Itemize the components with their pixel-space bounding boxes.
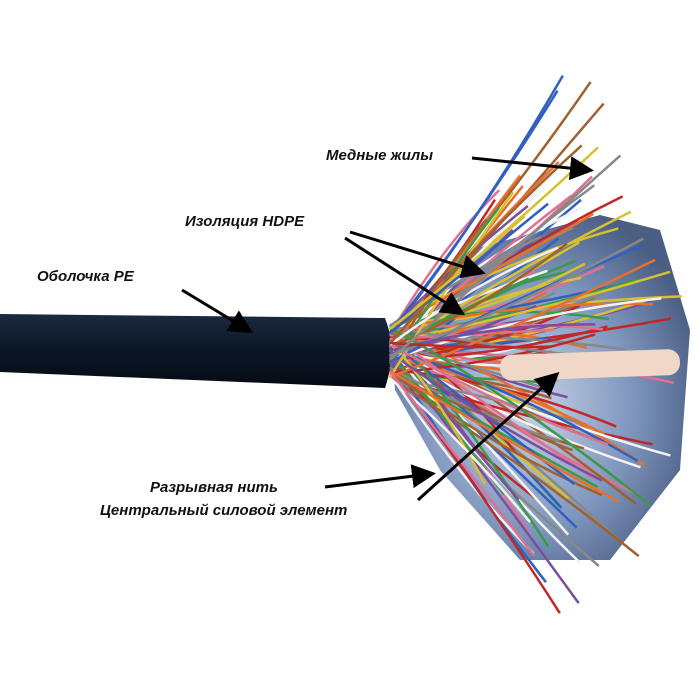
wire-strand [389, 246, 559, 346]
wire-strand [389, 154, 622, 361]
wire-strand [389, 242, 568, 348]
wire-strand [389, 89, 559, 334]
label-ripcord: Разрывная нить [150, 479, 278, 496]
wire-strand [389, 377, 640, 558]
wire-strand [389, 369, 619, 503]
label-central-member: Центральный силовой элемент [100, 502, 348, 519]
wire-strand [389, 215, 526, 330]
wire-strand [388, 373, 535, 555]
wire-strand [389, 342, 609, 446]
wire-strand [389, 370, 536, 557]
wire-strand [389, 333, 594, 480]
wire-strand [389, 351, 603, 482]
outer-sheath [0, 314, 392, 388]
wire-strand [389, 262, 586, 330]
wire-strand [389, 347, 671, 457]
label-copper-conductors: Медные жилы [326, 147, 434, 164]
wire-strand [389, 340, 486, 485]
label-sheath: Оболочка PE [37, 268, 134, 285]
wire-strand [388, 189, 501, 335]
wire-strand [389, 323, 604, 333]
label-insulation: Изоляция HDPE [185, 213, 305, 230]
wire-strand [389, 370, 603, 497]
pointer-arrows [181, 156, 594, 502]
